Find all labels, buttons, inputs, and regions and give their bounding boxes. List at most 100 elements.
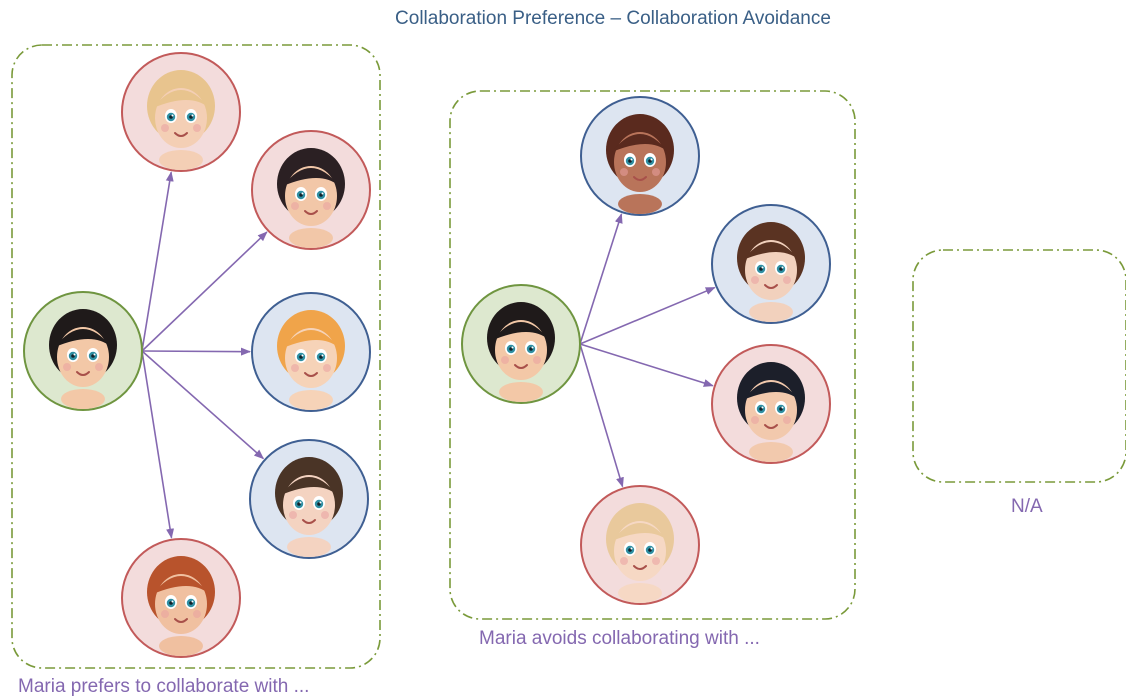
child-pigtail-girl <box>251 130 371 250</box>
eye-glint <box>761 266 764 269</box>
cheek <box>533 356 541 364</box>
fringe-shape <box>743 382 799 400</box>
mouth <box>304 372 318 377</box>
eye-glint <box>781 266 784 269</box>
face-shape <box>285 166 337 226</box>
cheek <box>289 511 297 519</box>
fringe-shape <box>153 90 209 108</box>
na-group-box <box>912 249 1126 483</box>
child-ginger-boy <box>251 292 371 412</box>
face-shape <box>495 320 547 380</box>
eye-glint <box>321 354 324 357</box>
shoulders-shape <box>749 442 793 462</box>
fringe-shape <box>612 134 668 152</box>
shoulders-shape <box>289 228 333 248</box>
child-blonde-girl <box>580 485 700 605</box>
shoulders-shape <box>289 390 333 410</box>
eye-glint <box>650 158 653 161</box>
face-shape <box>57 327 109 387</box>
avoid-arrow-1 <box>579 286 716 345</box>
avoid-caption: Maria avoids collaborating with ... <box>479 628 760 649</box>
prefer-arrow-0 <box>141 171 174 352</box>
eye-glint <box>299 501 302 504</box>
prefer-group-box <box>11 44 381 669</box>
eye-glint <box>761 406 764 409</box>
cheek <box>783 416 791 424</box>
eye-glint <box>321 192 324 195</box>
cheek <box>751 416 759 424</box>
prefer-arrow-1 <box>141 231 268 352</box>
child-blond-boy <box>121 52 241 172</box>
eye-glint <box>171 114 174 117</box>
shoulders-shape <box>618 194 662 214</box>
cheek <box>501 356 509 364</box>
mouth <box>633 176 647 181</box>
prefer-arrow-2 <box>141 347 252 356</box>
fringe-shape <box>612 523 668 541</box>
fringe-shape <box>743 242 799 260</box>
shoulders-shape <box>287 537 331 557</box>
eye-glint <box>531 346 534 349</box>
cheek <box>95 363 103 371</box>
shoulders-shape <box>159 150 203 170</box>
mouth <box>304 210 318 215</box>
cheek <box>783 276 791 284</box>
face-shape <box>614 521 666 581</box>
shoulders-shape <box>61 389 105 409</box>
na-caption: N/A <box>1011 496 1043 517</box>
cheek <box>63 363 71 371</box>
cheek <box>620 557 628 565</box>
avoid-arrow-3 <box>579 343 624 488</box>
child-redhead-girl <box>121 538 241 658</box>
shoulders-shape <box>499 382 543 402</box>
fringe-shape <box>281 477 337 495</box>
face-shape <box>155 574 207 634</box>
eye-glint <box>630 547 633 550</box>
prefer-caption: Maria prefers to collaborate with ... <box>18 676 310 697</box>
mouth <box>76 371 90 376</box>
prefer-arrow-3 <box>141 350 265 460</box>
prefer-arrow-4 <box>141 350 175 539</box>
mouth <box>514 364 528 369</box>
cheek <box>193 610 201 618</box>
child-black-hair-girl <box>711 344 831 464</box>
prefer-maria-avatar <box>23 291 143 411</box>
cheek <box>161 610 169 618</box>
eye-glint <box>171 600 174 603</box>
diagram-title: Collaboration Preference – Collaboration… <box>395 8 831 29</box>
eye-glint <box>301 192 304 195</box>
cheek <box>321 511 329 519</box>
child-glasses-boy <box>580 96 700 216</box>
fringe-shape <box>493 322 549 340</box>
cheek <box>161 124 169 132</box>
cheek <box>323 364 331 372</box>
cheek <box>620 168 628 176</box>
eye-glint <box>630 158 633 161</box>
shoulders-shape <box>749 302 793 322</box>
cheek <box>652 557 660 565</box>
eye-glint <box>93 353 96 356</box>
fringe-shape <box>283 168 339 186</box>
cheek <box>291 364 299 372</box>
cheek <box>193 124 201 132</box>
avoid-maria-avatar <box>461 284 581 404</box>
avoid-arrow-0 <box>579 213 623 345</box>
mouth <box>174 618 188 623</box>
cheek <box>323 202 331 210</box>
mouth <box>174 132 188 137</box>
mouth <box>302 519 316 524</box>
eye-glint <box>191 114 194 117</box>
child-teen-boy <box>711 204 831 324</box>
face-shape <box>614 132 666 192</box>
eye-glint <box>73 353 76 356</box>
eye-glint <box>319 501 322 504</box>
eye-glint <box>511 346 514 349</box>
mouth <box>633 565 647 570</box>
mouth <box>764 424 778 429</box>
shoulders-shape <box>618 583 662 603</box>
fringe-shape <box>283 330 339 348</box>
face-shape <box>283 475 335 535</box>
face-shape <box>285 328 337 388</box>
cheek <box>652 168 660 176</box>
